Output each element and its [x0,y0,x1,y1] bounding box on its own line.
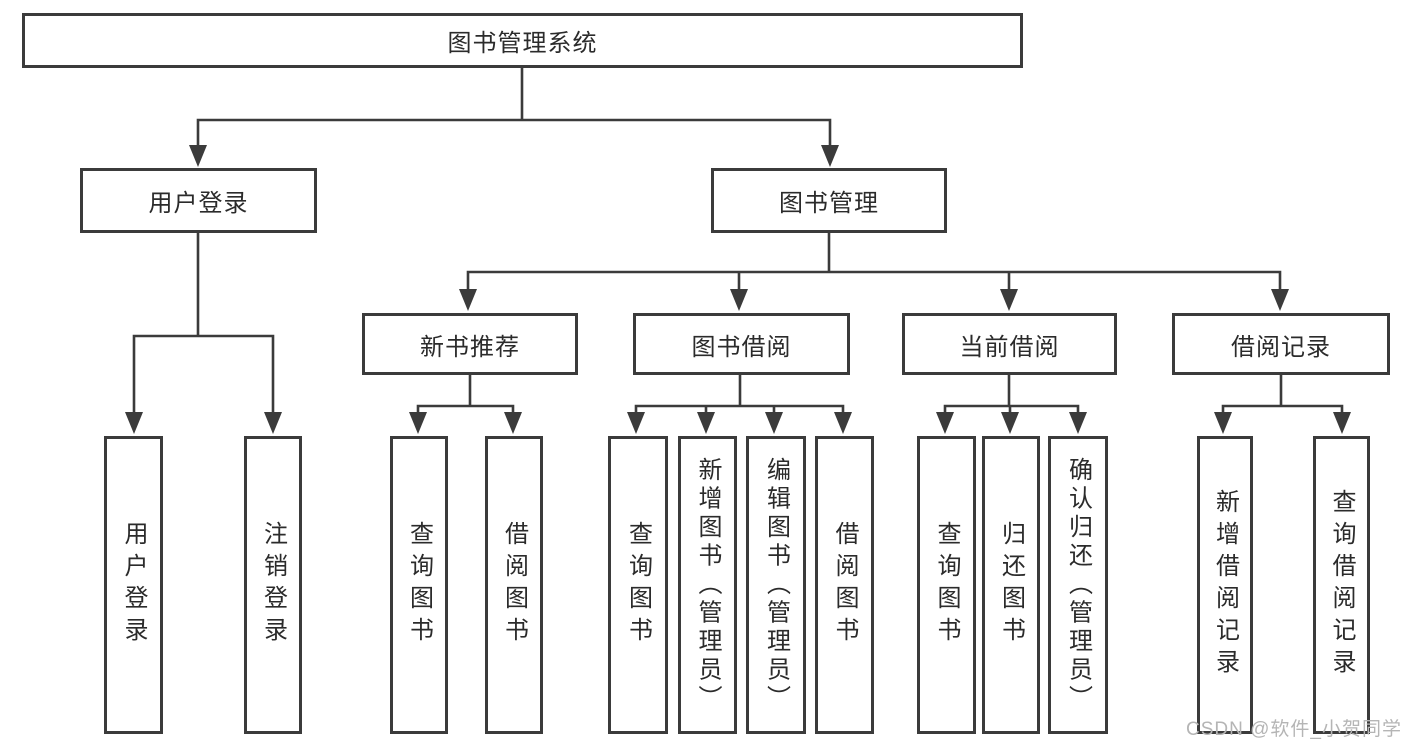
leaf-add-borrow-record-label: 新增借阅记录 [1211,489,1239,681]
leaf-confirm-return-admin-label: 确认归还（管理员） [1064,456,1092,714]
leaf-add-borrow-record: 新增借阅记录 [1197,436,1253,734]
leaf-return-books-label: 归还图书 [997,521,1025,649]
node-book-borrow: 图书借阅 [633,313,850,375]
leaf-borrow-query-books-label: 查询图书 [624,521,652,649]
node-current-borrow: 当前借阅 [902,313,1117,375]
leaf-user-login: 用户登录 [104,436,163,734]
leaf-recommend-query-books: 查询图书 [390,436,448,734]
node-root: 图书管理系统 [22,13,1023,68]
leaf-query-borrow-record: 查询借阅记录 [1313,436,1370,734]
leaf-current-query-books: 查询图书 [917,436,976,734]
leaf-add-books-admin-label: 新增图书（管理员） [694,456,721,714]
leaf-add-books-admin: 新增图书（管理员） [678,436,737,734]
node-book-borrow-label: 图书借阅 [691,333,792,361]
leaf-borrow-query-books: 查询图书 [608,436,668,734]
leaf-return-books: 归还图书 [982,436,1040,734]
leaf-recommend-borrow-books-label: 借阅图书 [500,521,528,649]
node-book-management-label: 图书管理 [779,190,879,217]
leaf-recommend-query-books-label: 查询图书 [405,521,433,649]
leaf-query-borrow-record-label: 查询借阅记录 [1328,489,1355,681]
node-new-book-recommend: 新书推荐 [362,313,578,375]
node-borrow-records: 借阅记录 [1172,313,1390,375]
node-root-label: 图书管理系统 [447,30,598,57]
leaf-edit-books-admin: 编辑图书（管理员） [746,436,806,734]
csdn-watermark: CSDN @软件_小贺同学 [1186,719,1402,740]
leaf-edit-books-admin-label: 编辑图书（管理员） [762,456,790,714]
leaf-logout: 注销登录 [244,436,302,734]
node-user-login: 用户登录 [80,168,317,233]
leaf-recommend-borrow-books: 借阅图书 [485,436,543,734]
leaf-user-login-label: 用户登录 [120,521,147,649]
leaf-logout-label: 注销登录 [259,521,287,649]
node-user-login-label: 用户登录 [148,190,249,217]
node-book-management: 图书管理 [711,168,947,233]
node-new-book-recommend-label: 新书推荐 [420,333,520,361]
leaf-borrow-books-label: 借阅图书 [831,521,858,649]
leaf-confirm-return-admin: 确认归还（管理员） [1048,436,1108,734]
node-current-borrow-label: 当前借阅 [959,333,1060,361]
leaf-current-query-books-label: 查询图书 [933,521,960,649]
node-borrow-records-label: 借阅记录 [1231,333,1331,361]
leaf-borrow-books: 借阅图书 [815,436,874,734]
arrowheads [125,145,1351,434]
